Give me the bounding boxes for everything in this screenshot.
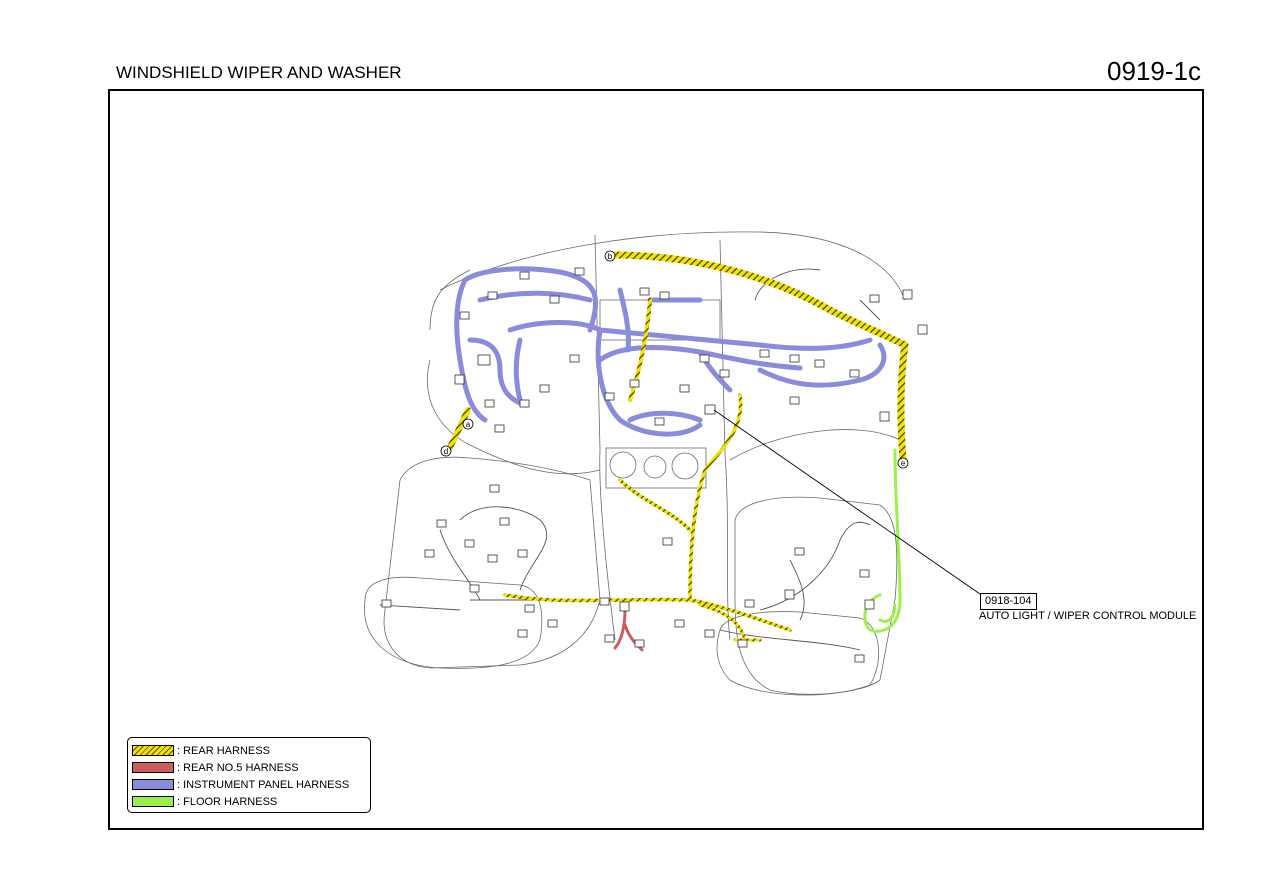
location-markers: [440, 250, 909, 469]
legend-item-instrument-panel: : INSTRUMENT PANEL HARNESS: [132, 776, 370, 793]
legend-item-rear-no5: : REAR NO.5 HARNESS: [132, 759, 370, 776]
vehicle-outline: [364, 231, 906, 696]
diagram-frame: [108, 89, 1204, 830]
marker-e: e: [901, 459, 906, 468]
marker-b: b: [608, 252, 613, 261]
connectors: [381, 267, 928, 663]
marker-a: a: [466, 420, 471, 429]
instrument-panel-harness: [454, 266, 887, 437]
legend-item-rear: : REAR HARNESS: [132, 742, 370, 759]
module-label: AUTO LIGHT / WIPER CONTROL MODULE: [979, 610, 1197, 622]
diagram-code: 0919-1c: [1107, 56, 1201, 86]
instrument-panel-harness-swatch: [132, 779, 174, 790]
legend-label-instrument-panel: : INSTRUMENT PANEL HARNESS: [177, 778, 350, 791]
legend-item-floor: : FLOOR HARNESS: [132, 793, 370, 810]
harness-legend: : REAR HARNESS : REAR NO.5 HARNESS : INS…: [127, 737, 371, 813]
rear-harness-swatch: [132, 745, 174, 756]
floor-harness: [863, 448, 902, 633]
marker-d: d: [444, 447, 448, 456]
callout-leader-line: [713, 409, 981, 595]
diagram-title: WINDSHIELD WIPER AND WASHER: [116, 63, 402, 82]
module-id-box: 0918-104: [980, 593, 1037, 610]
legend-label-rear-no5: : REAR NO.5 HARNESS: [177, 761, 299, 774]
rear-harness: [445, 251, 909, 642]
rear-no5-harness-swatch: [132, 762, 174, 773]
floor-harness-swatch: [132, 796, 174, 807]
legend-label-rear: : REAR HARNESS: [177, 744, 270, 757]
rear-no5-harness: [613, 608, 644, 652]
legend-label-floor: : FLOOR HARNESS: [177, 795, 278, 808]
